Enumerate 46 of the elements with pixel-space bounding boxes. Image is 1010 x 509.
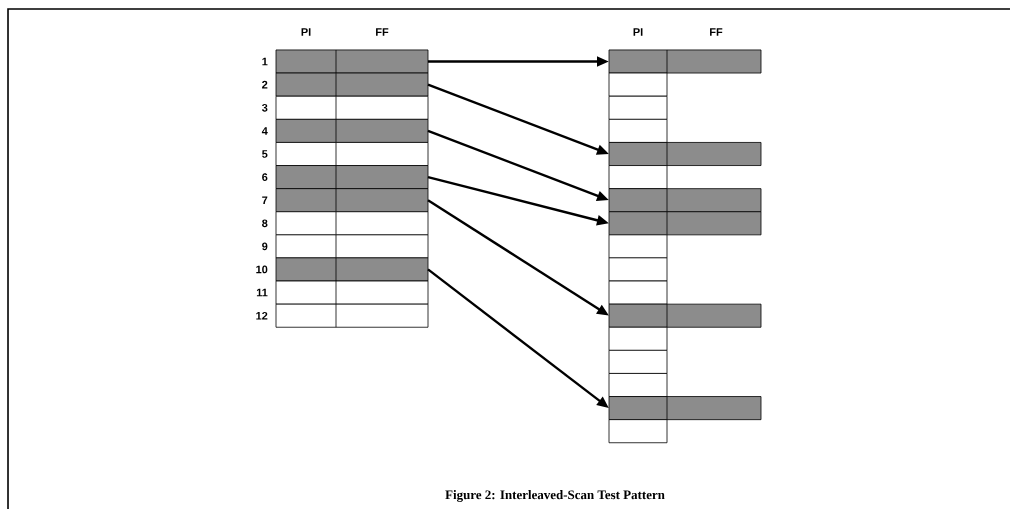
filled-row (275, 72, 429, 97)
table-row (608, 95, 668, 120)
row-number: 5 (262, 150, 268, 158)
column-header: PI (633, 28, 643, 36)
table-row (275, 234, 429, 259)
table-row (608, 349, 668, 374)
row-number: 8 (262, 219, 268, 228)
table-row (275, 280, 429, 305)
table-row (608, 419, 668, 444)
filled-row (608, 303, 762, 328)
filled-row (275, 49, 429, 74)
filled-row (275, 165, 429, 190)
filled-row (608, 49, 762, 74)
filled-row (275, 188, 429, 213)
column-header: FF (710, 28, 723, 36)
table-row (275, 211, 429, 236)
row-number: 12 (256, 311, 268, 320)
column-header: PI (301, 28, 311, 36)
table-row (275, 142, 429, 166)
filled-row (608, 142, 762, 166)
filled-row (608, 211, 762, 236)
table-row (608, 118, 668, 143)
table-row (608, 280, 668, 305)
table-row (608, 234, 668, 259)
filled-row (275, 257, 429, 282)
row-number: 2 (262, 80, 268, 89)
table-row (608, 257, 668, 282)
table-row (608, 72, 668, 97)
filled-row (608, 188, 762, 213)
table-row (608, 373, 668, 397)
row-number: 4 (261, 127, 268, 135)
row-number: 6 (262, 173, 268, 181)
row-number: 1 (262, 57, 268, 66)
filled-row (275, 118, 429, 143)
row-number: 7 (262, 196, 268, 204)
table-row (275, 95, 429, 120)
row-number: 3 (261, 103, 268, 112)
table-row (275, 303, 429, 328)
column-header: FF (376, 28, 389, 36)
table-row (608, 165, 668, 190)
figure-caption: Figure 2: Interleaved-Scan Test Pattern (445, 490, 665, 502)
row-number: 10 (256, 265, 268, 274)
row-number: 11 (256, 288, 268, 297)
filled-row (608, 396, 762, 421)
table-row (608, 326, 668, 351)
row-number: 9 (262, 242, 268, 251)
